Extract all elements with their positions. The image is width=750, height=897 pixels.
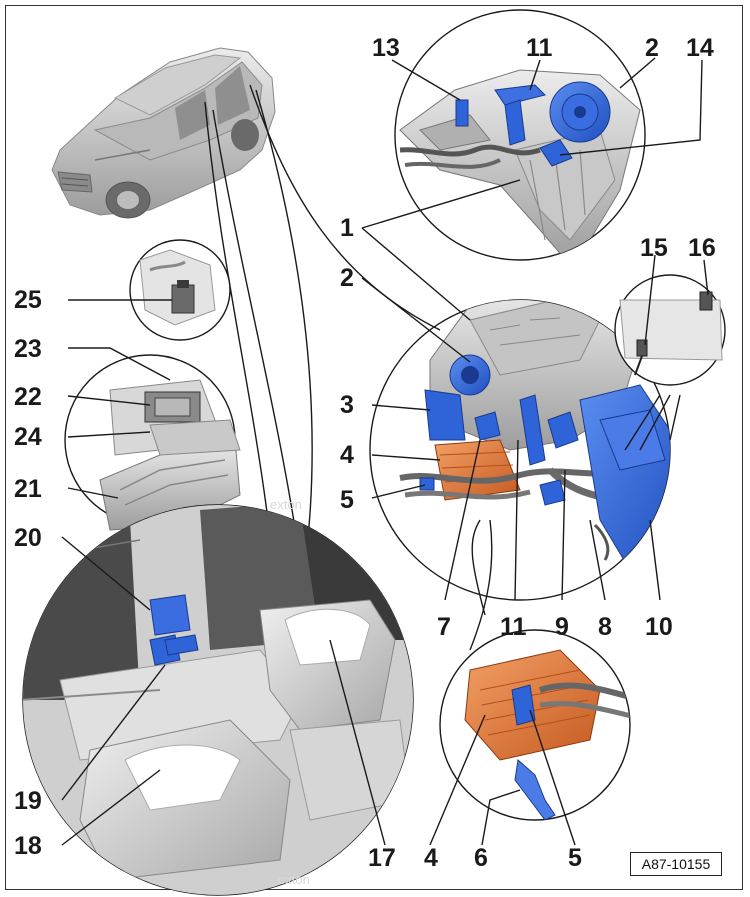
figure-reference-box: A87-10155 (630, 852, 722, 876)
callout-25: 25 (14, 286, 42, 314)
callout-15: 15 (640, 234, 668, 262)
diagram-frame (5, 5, 743, 890)
callout-11-bottom: 11 (500, 613, 527, 641)
callout-22: 22 (14, 383, 42, 411)
callout-4-mid: 4 (340, 441, 354, 469)
watermark-mid: exton (270, 497, 302, 512)
detail-circle-top (394, 9, 646, 261)
callout-6: 6 (474, 844, 488, 872)
callout-5-bottom: 5 (568, 844, 582, 872)
callout-5-mid: 5 (340, 486, 354, 514)
callout-21: 21 (14, 475, 42, 503)
callout-9: 9 (555, 613, 569, 641)
figure-reference: A87-10155 (641, 856, 711, 872)
callout-1: 1 (340, 214, 354, 242)
callout-13: 13 (372, 34, 400, 62)
vehicle-illustration (51, 47, 276, 219)
callout-11-top: 11 (526, 34, 553, 62)
callout-2-mid: 2 (340, 264, 354, 292)
callout-8: 8 (598, 613, 612, 641)
callout-20: 20 (14, 524, 42, 552)
callout-4-bottom: 4 (424, 844, 438, 872)
car-leader-lines (204, 84, 441, 601)
callout-10: 10 (645, 613, 673, 641)
heater-core-detail (464, 649, 630, 820)
callout-17: 17 (368, 844, 396, 872)
leader-lines (61, 57, 709, 846)
watermark-bottom: exton (278, 872, 310, 887)
callout-18: 18 (14, 832, 42, 860)
blower-housing-detail (399, 69, 641, 260)
callout-24: 24 (14, 423, 42, 451)
callout-14: 14 (686, 34, 714, 62)
callout-2-top: 2 (645, 34, 659, 62)
connector-detail (139, 249, 216, 326)
callout-7: 7 (437, 613, 451, 641)
climate-unit-assembly (399, 300, 670, 571)
callout-3: 3 (340, 391, 354, 419)
callout-16: 16 (688, 234, 716, 262)
callout-23: 23 (14, 335, 42, 363)
rear-seat-detail (23, 505, 413, 895)
callout-19: 19 (14, 787, 42, 815)
